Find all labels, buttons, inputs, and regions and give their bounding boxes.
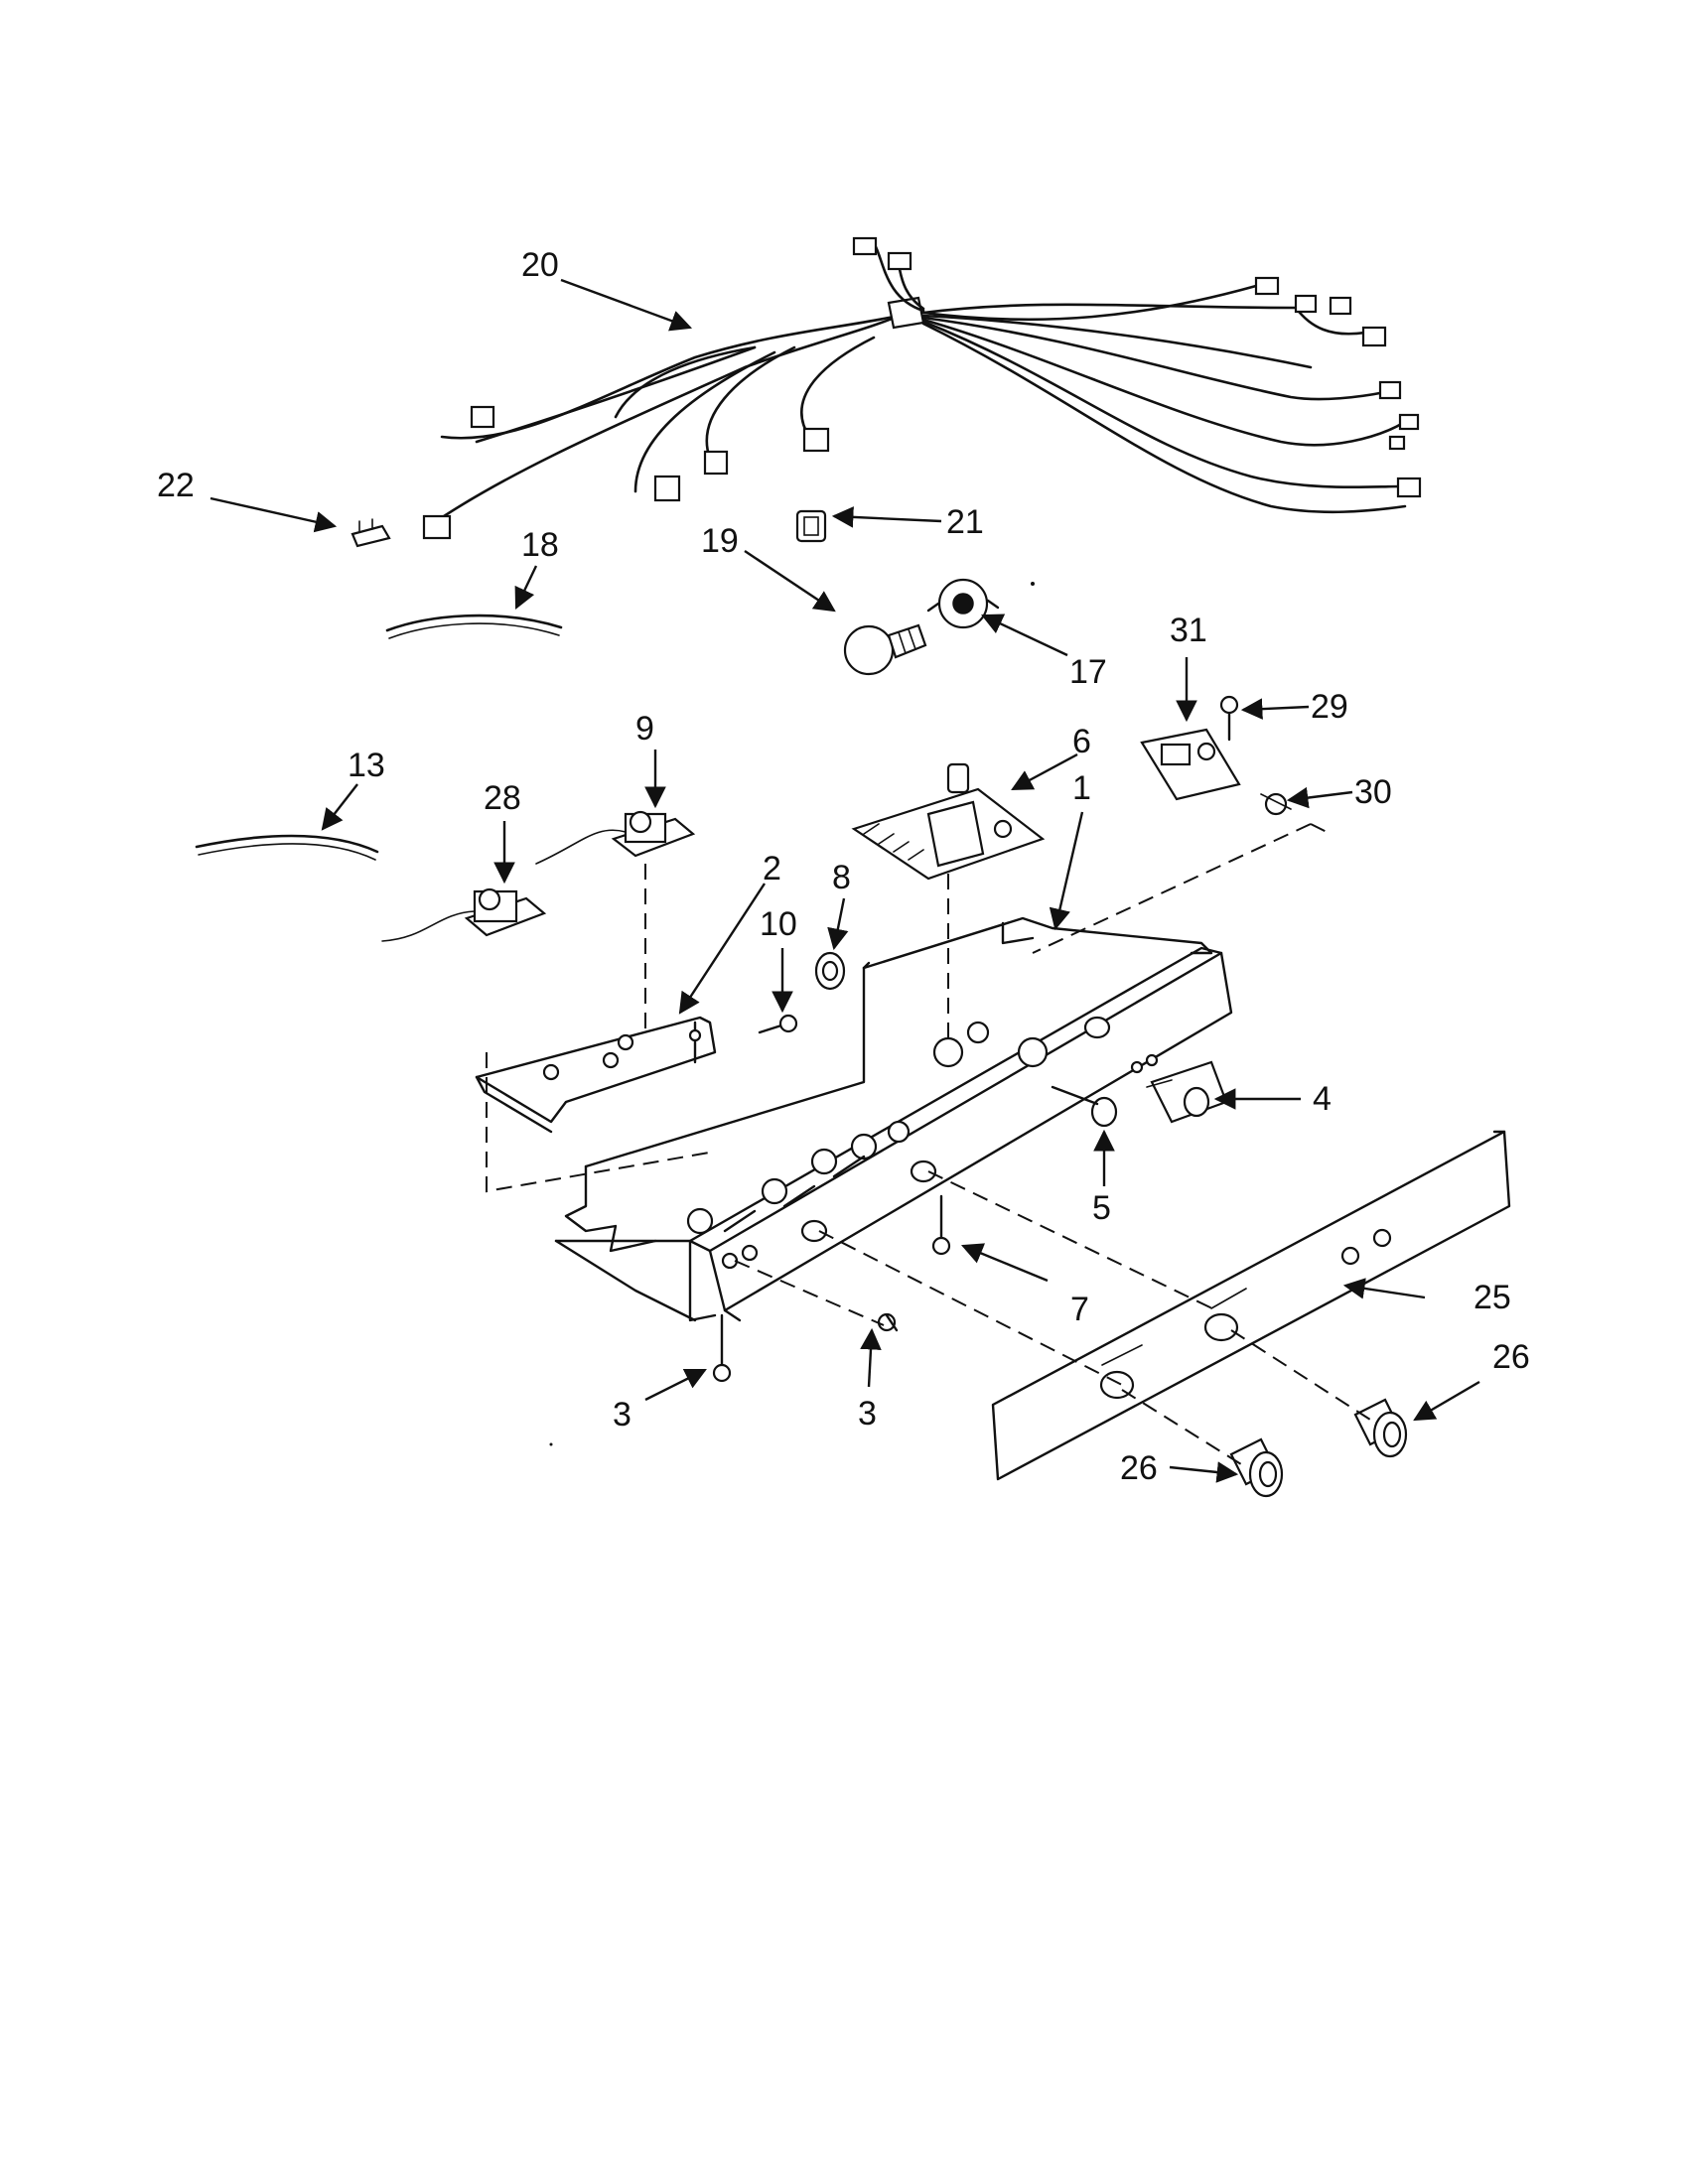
clip-part-22 xyxy=(351,518,391,548)
callout-label: 8 xyxy=(832,859,851,896)
callout-label: 18 xyxy=(521,526,559,564)
callout-5[interactable]: 5 xyxy=(1092,1129,1115,1227)
callout-label: 25 xyxy=(1474,1279,1511,1316)
callout-4[interactable]: 4 xyxy=(1213,1080,1332,1118)
callout-label: 6 xyxy=(1072,723,1091,760)
callout-label: 26 xyxy=(1492,1338,1530,1376)
callout-1[interactable]: 1 xyxy=(1049,769,1091,931)
screw-part-10 xyxy=(758,1014,798,1034)
callout-label: 22 xyxy=(157,467,195,504)
callout-8[interactable]: 8 xyxy=(827,859,851,951)
screw-part-3-left xyxy=(712,1313,732,1383)
lamp-socket-part-17 xyxy=(926,578,1000,629)
callout-21[interactable]: 21 xyxy=(831,503,984,541)
callout-label: 17 xyxy=(1069,653,1107,691)
callout-label: 3 xyxy=(858,1395,877,1433)
callout-20[interactable]: 20 xyxy=(521,246,693,332)
callout-29[interactable]: 29 xyxy=(1240,688,1348,726)
screw-part-7 xyxy=(931,1194,951,1256)
callout-label: 5 xyxy=(1092,1189,1111,1227)
callout-label: 21 xyxy=(946,503,984,541)
callout-18[interactable]: 18 xyxy=(514,526,559,610)
callout-22[interactable]: 22 xyxy=(157,467,338,533)
callout-3-left[interactable]: 3 xyxy=(613,1368,707,1433)
control-board-part-31 xyxy=(1140,728,1241,801)
callout-6[interactable]: 6 xyxy=(1011,723,1091,791)
callout-label: 30 xyxy=(1354,773,1392,811)
control-board-part-6 xyxy=(851,762,1046,881)
stray-dot xyxy=(549,1442,553,1446)
screw-part-3-right xyxy=(877,1312,899,1332)
callout-28[interactable]: 28 xyxy=(484,779,521,885)
callout-10[interactable]: 10 xyxy=(760,905,797,1014)
retainer-part-30 xyxy=(1260,792,1292,816)
control-housing-part-1 xyxy=(554,916,1233,1322)
stray-dot xyxy=(1031,582,1035,586)
callouts: 20 22 21 18 19 17 31 29 xyxy=(157,246,1530,1487)
callout-9[interactable]: 9 xyxy=(635,710,666,809)
callout-25[interactable]: 25 xyxy=(1342,1278,1511,1316)
callout-19[interactable]: 19 xyxy=(701,522,836,613)
switch-part-9 xyxy=(535,810,696,865)
socket-part-21 xyxy=(795,509,827,543)
callout-label: 4 xyxy=(1313,1080,1332,1118)
alignment-lines xyxy=(486,823,1371,1465)
callout-30[interactable]: 30 xyxy=(1286,773,1392,811)
knob-part-26-left xyxy=(1229,1437,1284,1498)
bracket-part-2 xyxy=(475,1016,717,1134)
callout-label: 9 xyxy=(635,710,654,748)
switch-part-28 xyxy=(381,887,547,942)
callout-label: 2 xyxy=(763,850,781,887)
tube-part-13 xyxy=(195,834,379,861)
light-bulb-part-19 xyxy=(843,623,927,676)
knob-part-26-right xyxy=(1353,1398,1408,1458)
switch-part-4 xyxy=(1146,1060,1228,1124)
callout-label: 31 xyxy=(1170,612,1207,649)
callout-26-right[interactable]: 26 xyxy=(1413,1338,1530,1422)
callout-label: 10 xyxy=(760,905,797,943)
callout-26-left[interactable]: 26 xyxy=(1120,1449,1239,1487)
callout-label: 13 xyxy=(348,747,385,784)
screw-part-29 xyxy=(1219,695,1239,742)
callout-label: 28 xyxy=(484,779,521,817)
callout-label: 20 xyxy=(521,246,559,284)
wire-harness xyxy=(422,236,1422,540)
callout-label: 1 xyxy=(1072,769,1091,807)
grommet-part-8 xyxy=(814,951,846,991)
callout-7[interactable]: 7 xyxy=(961,1243,1089,1328)
callout-3-right[interactable]: 3 xyxy=(858,1327,882,1433)
callout-2[interactable]: 2 xyxy=(678,850,781,1015)
callout-label: 7 xyxy=(1070,1291,1089,1328)
callout-label: 19 xyxy=(701,522,739,560)
callout-label: 29 xyxy=(1311,688,1348,726)
callout-label: 3 xyxy=(613,1396,632,1433)
button-part-5 xyxy=(1051,1085,1118,1128)
callout-31[interactable]: 31 xyxy=(1170,612,1207,723)
callout-13[interactable]: 13 xyxy=(321,747,385,831)
tube-part-18 xyxy=(385,614,563,639)
callout-label: 26 xyxy=(1120,1449,1158,1487)
callout-17[interactable]: 17 xyxy=(981,614,1107,691)
